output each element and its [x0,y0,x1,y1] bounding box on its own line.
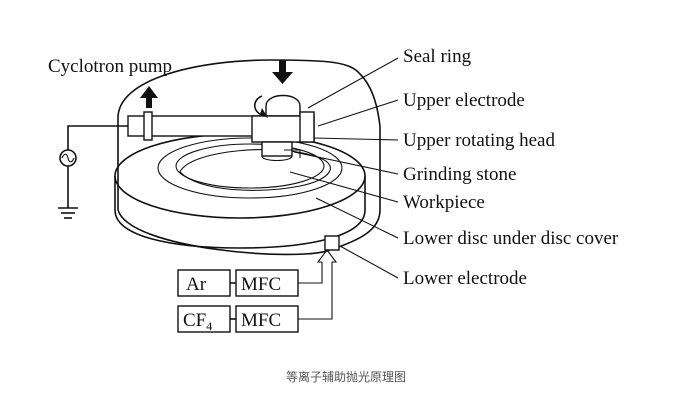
mfc-1-label: MFC [241,274,281,295]
label-upper-electrode: Upper electrode [403,90,525,111]
label-grinding-stone: Grinding stone [403,164,516,185]
label-lower-disc: Lower disc under disc cover [403,228,619,249]
gas-ar-label: Ar [186,274,207,295]
gas-feed [177,235,340,333]
label-seal-ring: Seal ring [403,46,472,67]
rotation-arc-icon [253,95,268,118]
label-cyclotron-pump: Cyclotron pump [48,56,172,77]
leader-lines [289,57,399,279]
chamber-cover [117,59,381,256]
rf-source-wiring [58,125,128,219]
label-upper-rotating-head: Upper rotating head [403,130,555,151]
rotation-down-arrow [272,60,293,84]
label-workpiece: Workpiece [403,192,485,213]
pump-up-arrow [140,86,158,108]
figure-caption: 等离子辅助抛光原理图 [285,370,406,384]
label-lower-electrode: Lower electrode [403,268,527,289]
workpiece-shape [179,149,331,191]
gas-cf4-label: CF4 [183,310,212,333]
mfc-2-label: MFC [241,310,281,331]
upper-rotating-head [251,94,315,162]
